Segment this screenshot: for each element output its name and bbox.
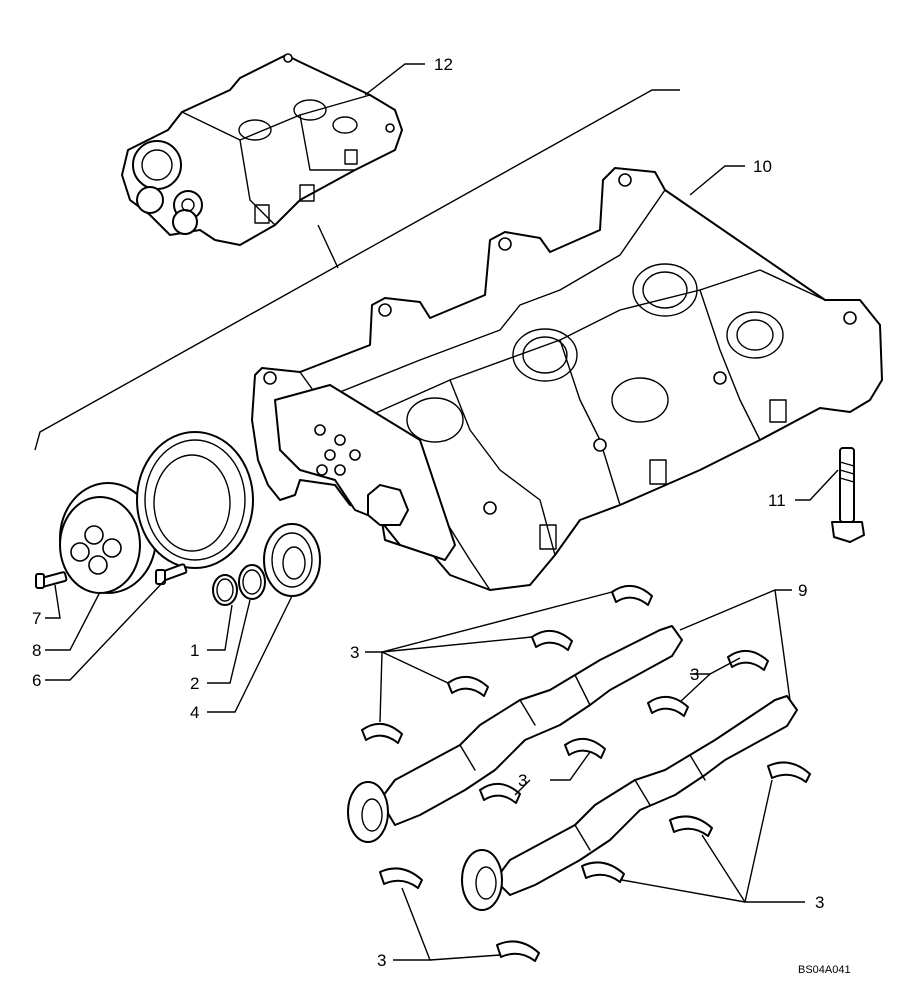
pulley-screw[interactable] <box>35 571 68 589</box>
balancer-housing[interactable] <box>251 167 883 591</box>
balancer-assembly-inset[interactable] <box>121 53 403 246</box>
callout-10: 10 <box>753 157 772 176</box>
callout-3-upper-right: 3 <box>690 665 699 684</box>
callout-3-lower-left: 3 <box>377 951 386 970</box>
leader-lines <box>45 63 839 961</box>
balancer-shaft-upper[interactable] <box>347 625 683 843</box>
drive-gear[interactable] <box>136 431 254 569</box>
callout-labels: 12 10 11 9 7 8 6 1 2 4 3 3 3 3 3 BS04A04… <box>32 55 851 976</box>
pulley[interactable] <box>59 482 157 594</box>
callout-12: 12 <box>434 55 453 74</box>
callout-11: 11 <box>768 491 786 510</box>
callout-3-middle: 3 <box>518 771 527 790</box>
callout-7: 7 <box>32 609 41 628</box>
callout-4: 4 <box>190 703 199 722</box>
housing-bolt[interactable] <box>831 447 865 543</box>
callout-9: 9 <box>798 581 807 600</box>
gear-bolt[interactable] <box>155 563 188 585</box>
washer[interactable] <box>238 564 266 600</box>
callout-3-upper-left: 3 <box>350 643 359 662</box>
callout-1: 1 <box>190 641 199 660</box>
idler-gear[interactable] <box>263 523 321 597</box>
snap-ring[interactable] <box>212 574 238 606</box>
bearing-shells[interactable] <box>361 585 811 962</box>
balancer-shaft-lower[interactable] <box>461 695 798 911</box>
callout-3-lower-right: 3 <box>815 893 824 912</box>
reference-code: BS04A041 <box>798 964 851 976</box>
inset-separator <box>34 89 680 451</box>
callout-2: 2 <box>190 674 199 693</box>
callout-6: 6 <box>32 671 41 690</box>
callout-8: 8 <box>32 641 41 660</box>
